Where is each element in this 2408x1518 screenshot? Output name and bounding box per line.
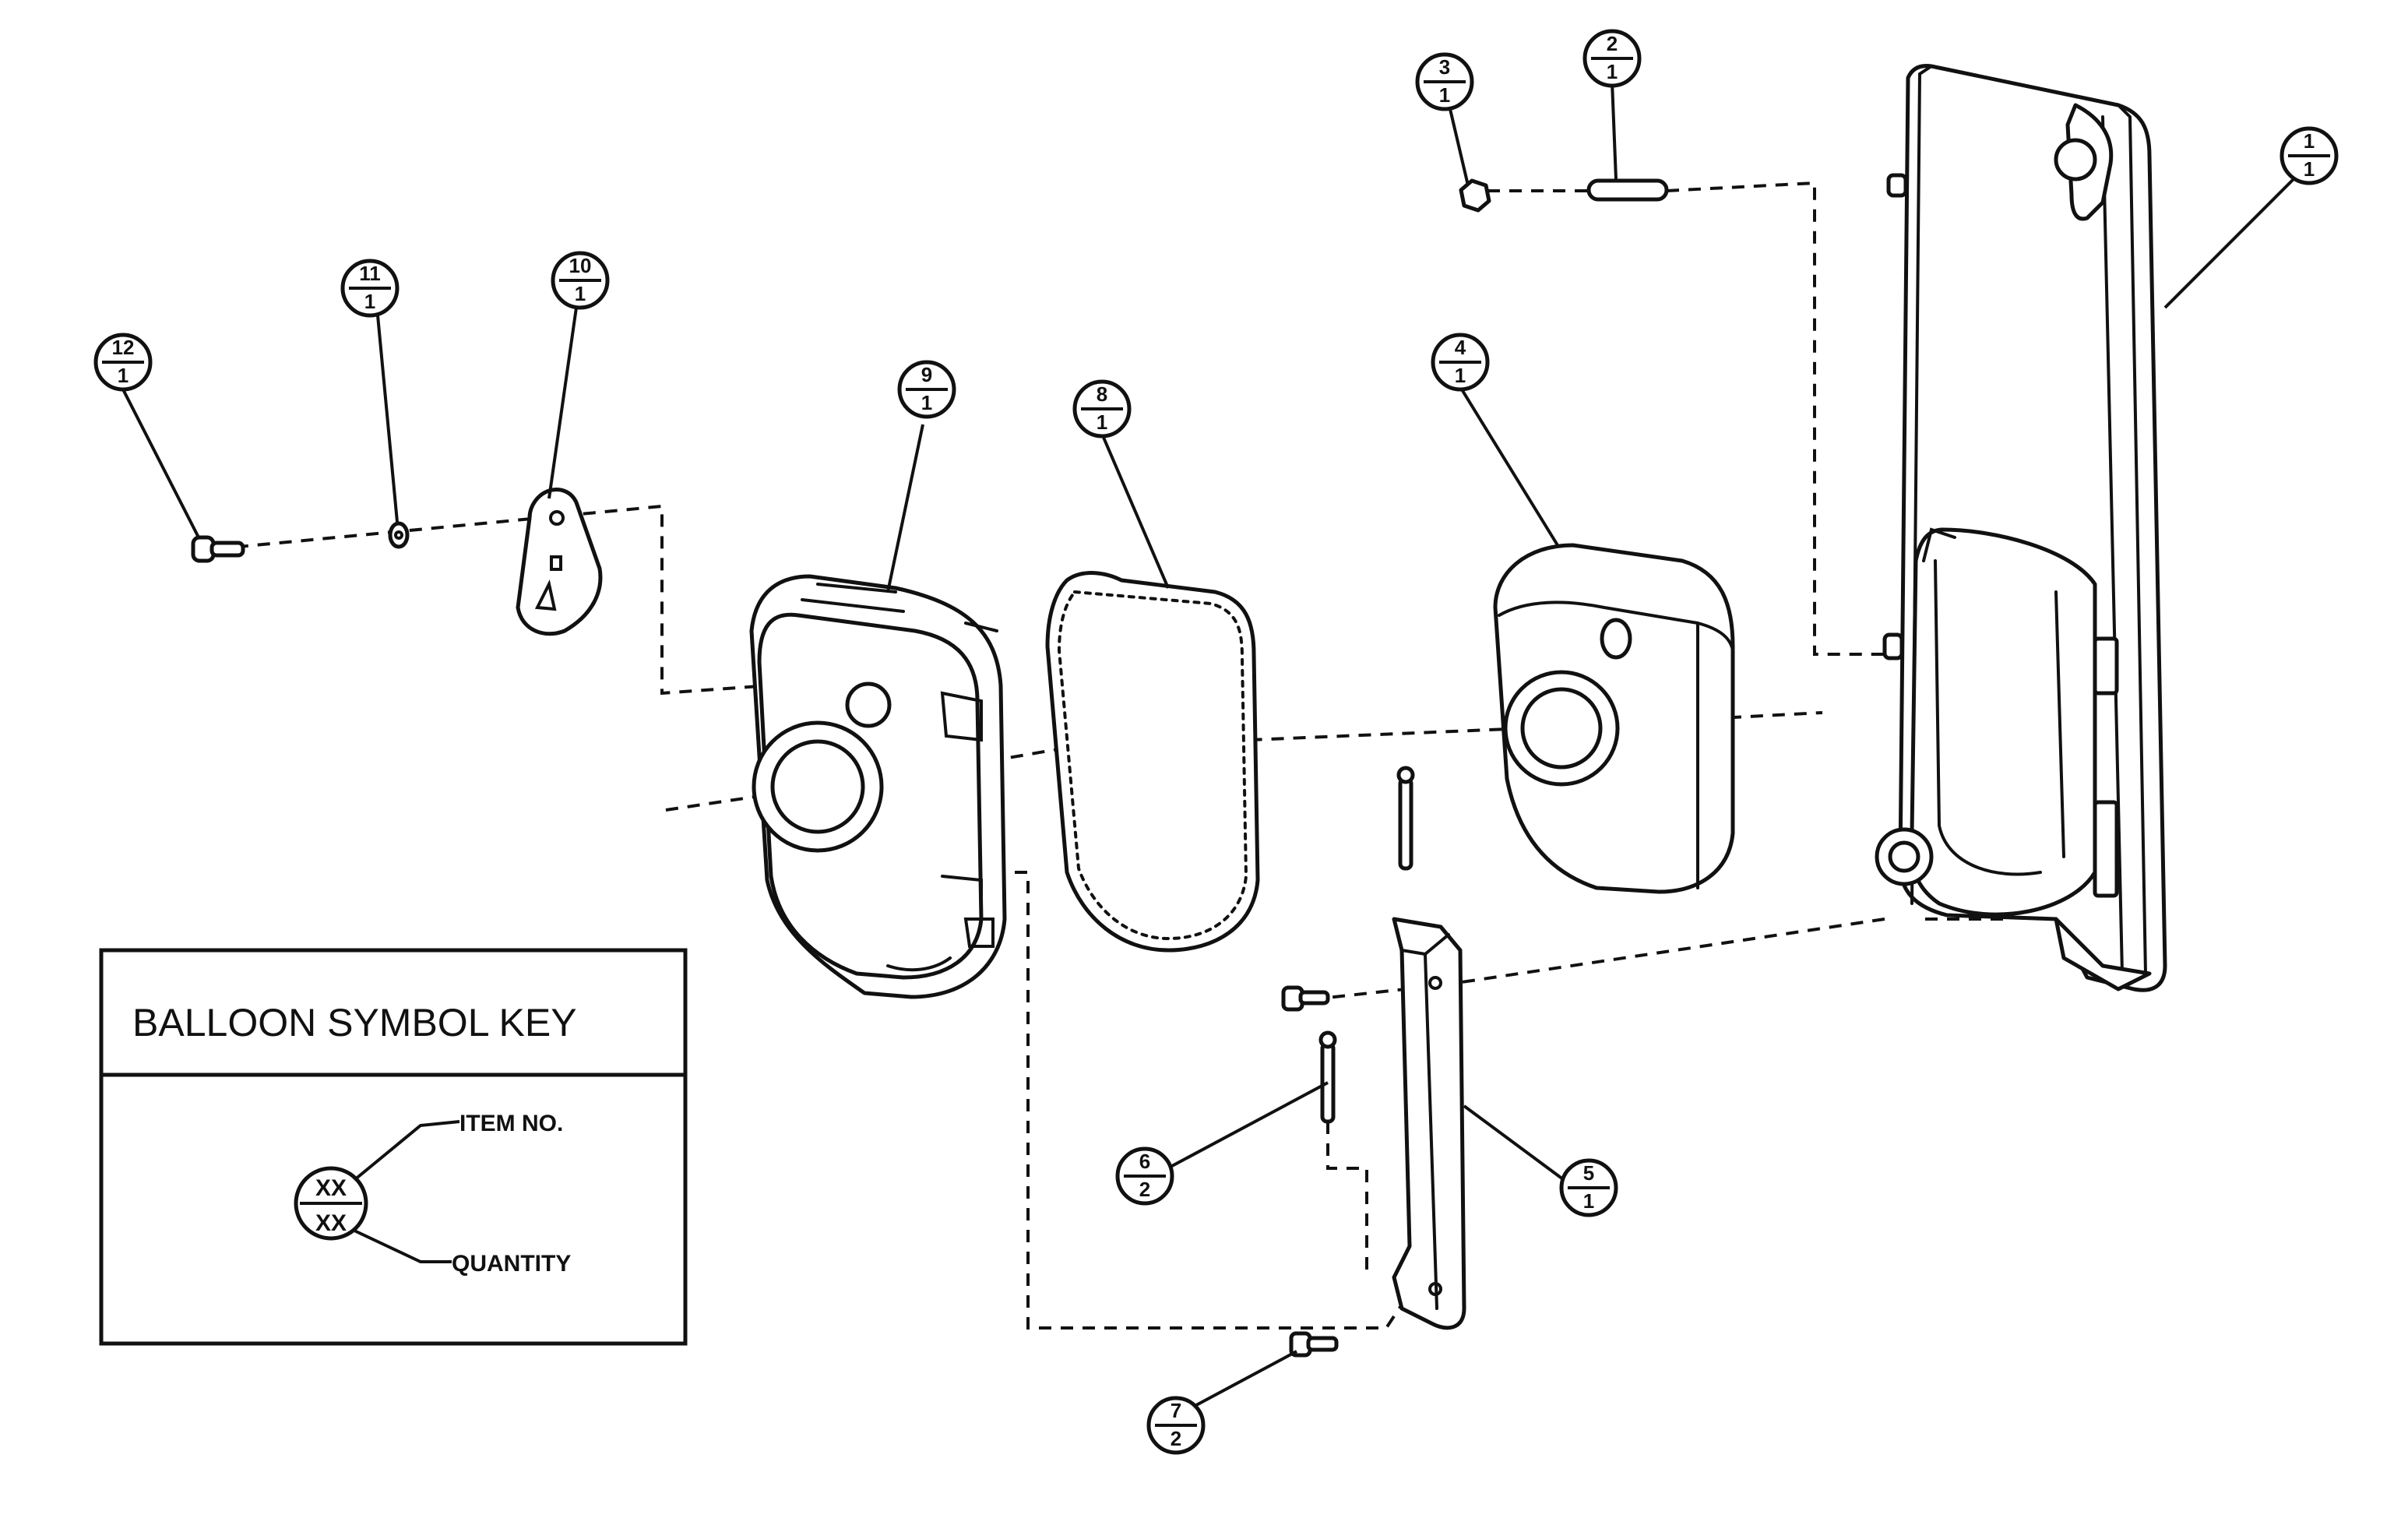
balloon-10-item: 10 bbox=[569, 254, 592, 277]
balloon-6-qty: 2 bbox=[1139, 1178, 1150, 1201]
key-item-label: ITEM NO. bbox=[459, 1111, 563, 1136]
part-pin-upper bbox=[1396, 766, 1415, 871]
balloon-10-qty: 1 bbox=[575, 282, 586, 305]
balloon-4-qty: 1 bbox=[1455, 364, 1466, 387]
part-screw-12 bbox=[191, 535, 245, 563]
balloon-symbol-key: BALLOON SYMBOL KEY XX XX ITEM NO. QUANTI… bbox=[99, 948, 688, 1346]
balloon-5: 5 1 bbox=[1559, 1158, 1618, 1217]
balloon-4-item: 4 bbox=[1455, 336, 1466, 359]
balloon-8-qty: 1 bbox=[1097, 410, 1107, 434]
balloon-12: 12 1 bbox=[93, 333, 153, 392]
balloon-11: 11 1 bbox=[340, 259, 400, 318]
balloon-10: 10 1 bbox=[551, 251, 610, 310]
balloon-3-qty: 1 bbox=[1439, 83, 1450, 107]
balloon-6-item: 6 bbox=[1139, 1150, 1150, 1173]
part-front-housing-9 bbox=[749, 574, 1007, 999]
part-back-plate-1 bbox=[1875, 64, 2167, 992]
part-screw-bracket bbox=[1281, 985, 1330, 1012]
balloon-7: 7 2 bbox=[1146, 1396, 1206, 1455]
key-sample-bottom: XX bbox=[315, 1210, 347, 1236]
balloon-9-qty: 1 bbox=[921, 391, 932, 414]
balloon-12-qty: 1 bbox=[118, 364, 128, 387]
balloon-5-qty: 1 bbox=[1583, 1189, 1594, 1213]
balloon-2-qty: 1 bbox=[1607, 60, 1618, 83]
balloon-1: 1 1 bbox=[2280, 126, 2339, 185]
balloon-6: 6 2 bbox=[1115, 1146, 1174, 1206]
part-rear-housing-4 bbox=[1493, 543, 1735, 894]
part-nut-3 bbox=[1459, 178, 1491, 213]
part-knob-10 bbox=[516, 488, 603, 636]
part-gasket-8 bbox=[1045, 571, 1260, 953]
balloon-8: 8 1 bbox=[1072, 379, 1132, 438]
balloon-4: 4 1 bbox=[1431, 333, 1490, 392]
key-quantity-label: QUANTITY bbox=[452, 1251, 571, 1277]
leader-lines bbox=[121, 81, 2295, 1411]
part-screw-7 bbox=[1289, 1331, 1339, 1358]
balloon-1-qty: 1 bbox=[2304, 157, 2315, 181]
part-bracket-5 bbox=[1392, 917, 1466, 1330]
balloon-2-item: 2 bbox=[1607, 32, 1618, 55]
balloon-5-item: 5 bbox=[1583, 1161, 1594, 1185]
balloon-8-item: 8 bbox=[1097, 382, 1107, 406]
balloon-2: 2 1 bbox=[1582, 29, 1642, 88]
balloon-11-item: 11 bbox=[359, 262, 381, 285]
part-pin-2 bbox=[1586, 178, 1669, 202]
balloon-3: 3 1 bbox=[1415, 52, 1474, 111]
balloon-9: 9 1 bbox=[897, 360, 956, 419]
balloon-12-item: 12 bbox=[112, 336, 135, 359]
balloon-11-qty: 1 bbox=[364, 290, 375, 313]
balloon-1-item: 1 bbox=[2304, 129, 2315, 153]
balloon-7-qty: 2 bbox=[1171, 1427, 1181, 1450]
balloon-7-item: 7 bbox=[1171, 1399, 1181, 1422]
balloon-9-item: 9 bbox=[921, 363, 932, 386]
key-title: BALLOON SYMBOL KEY bbox=[132, 1001, 577, 1044]
key-sample-top: XX bbox=[315, 1175, 347, 1201]
part-washer-11 bbox=[388, 521, 410, 549]
part-pin-6 bbox=[1318, 1030, 1337, 1124]
balloon-3-item: 3 bbox=[1439, 55, 1450, 79]
